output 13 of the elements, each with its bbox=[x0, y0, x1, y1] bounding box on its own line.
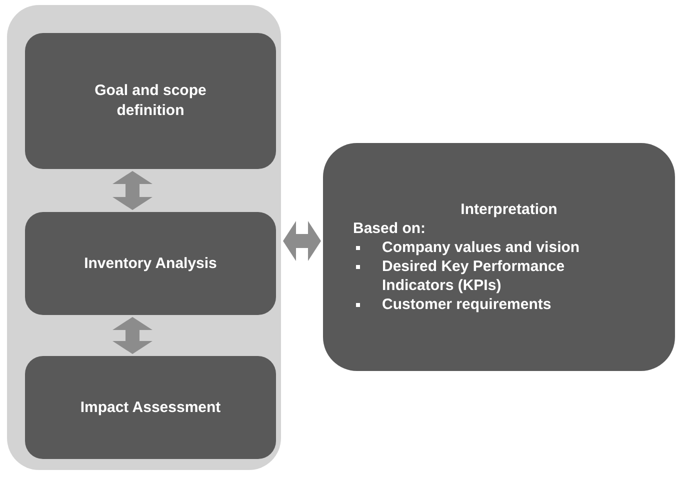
list-item: Company values and vision bbox=[382, 238, 580, 257]
process-box: Inventory Analysis bbox=[25, 212, 276, 315]
box-heading: Interpretation bbox=[460, 200, 558, 219]
group-panel bbox=[7, 5, 281, 470]
double-arrow bbox=[112, 171, 152, 210]
process-box bbox=[323, 143, 675, 371]
double-arrow bbox=[283, 221, 321, 261]
list-item: Desired Key Performance Indicators (KPIs) bbox=[382, 257, 566, 295]
list-item: Customer requirements bbox=[382, 295, 552, 314]
box-subheading: Based on: bbox=[353, 219, 427, 238]
process-box: Impact Assessment bbox=[25, 356, 276, 459]
double-arrow bbox=[112, 317, 152, 354]
process-box: Goal and scope definition bbox=[25, 33, 276, 169]
